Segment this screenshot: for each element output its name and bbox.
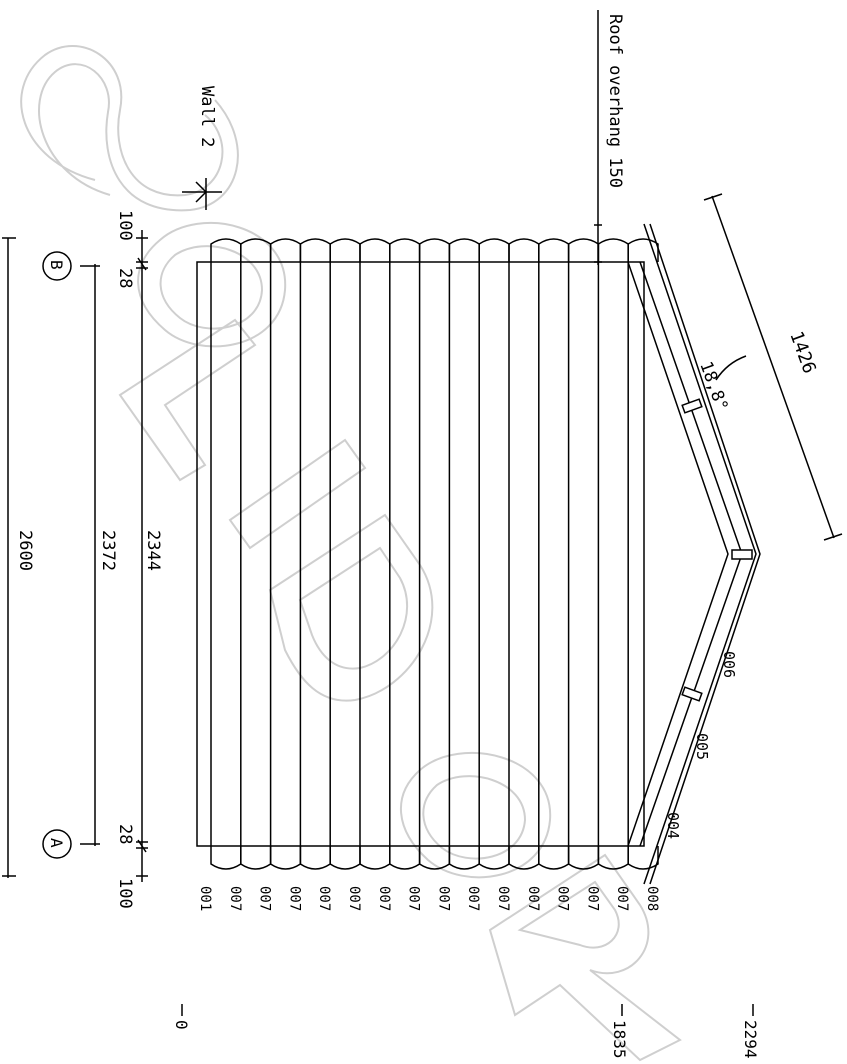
log-code-label: 007 xyxy=(614,886,630,911)
log-code-label: 001 xyxy=(197,886,213,911)
log-code-label: 007 xyxy=(495,886,511,911)
log-code-label: 007 xyxy=(435,886,451,911)
log-end-scallop xyxy=(269,238,302,262)
watermark-letter-d xyxy=(268,513,434,702)
log-end-scallop xyxy=(627,846,659,870)
log-code-label: 007 xyxy=(525,886,541,911)
log-end-scallop xyxy=(508,238,540,262)
log-courses xyxy=(196,261,645,847)
log-end-scallop xyxy=(448,238,480,262)
log-end-scallop xyxy=(329,238,361,262)
watermark-letter-i xyxy=(228,438,367,550)
log-code-label: 007 xyxy=(346,886,362,911)
axis-marker-a: A xyxy=(42,829,72,859)
log-end-scallop xyxy=(389,238,421,262)
section-arrow-icon xyxy=(182,178,222,210)
log-end-scallop xyxy=(567,238,600,262)
log-end-scallop xyxy=(389,846,421,870)
axis-marker-b: B xyxy=(42,251,72,281)
roof-outer-line xyxy=(643,223,757,885)
level-2294: 2294 xyxy=(741,1004,760,1059)
roof-inner-line xyxy=(649,223,761,885)
axis-a-label: A xyxy=(47,838,66,848)
dim-end-bottom-label: 100 xyxy=(115,878,135,909)
log-code-labels: 008 007 007 007 007 007 007 007 007 007 007 007 007 0… xyxy=(197,886,660,911)
axis-b-label: B xyxy=(47,260,66,270)
level-0: 0 xyxy=(172,1004,191,1030)
wall-label: Wall 2 xyxy=(197,86,217,147)
log-code-label: 008 xyxy=(644,886,660,911)
log-code-label: 007 xyxy=(257,886,273,911)
rafter-dimension xyxy=(703,193,843,541)
dim-walls-label: 2344 xyxy=(143,530,163,571)
log-end-scallop xyxy=(210,846,242,870)
watermark-letter-l xyxy=(118,318,257,482)
dim-corner-top-label: 28 xyxy=(115,268,135,288)
log-code-label: 007 xyxy=(584,886,600,911)
level-2294-label: 2294 xyxy=(741,1020,760,1059)
log-end-scallop xyxy=(359,846,391,870)
level-1835-label: 1835 xyxy=(610,1020,629,1059)
log-code-label: 007 xyxy=(227,886,243,911)
log-code-label: 007 xyxy=(316,886,332,911)
log-end-scallop xyxy=(359,238,391,262)
log-end-scallop xyxy=(418,238,451,262)
rafter-length-label: 1426 xyxy=(785,329,820,377)
gable-inner-line xyxy=(627,261,729,847)
log-end-scallop xyxy=(597,238,629,262)
dimension-lines-left xyxy=(2,230,148,882)
log-end-scallop xyxy=(329,846,361,870)
roof-angle-arc xyxy=(715,355,747,381)
log-end-scallop xyxy=(299,846,331,870)
log-code-label: 007 xyxy=(286,886,302,911)
log-end-scallops xyxy=(210,238,659,870)
log-end-scallop xyxy=(240,846,272,870)
log-end-scallop xyxy=(538,846,570,870)
watermark-letter-s xyxy=(20,45,239,212)
dim-corner-bottom-label: 28 xyxy=(115,824,135,844)
log-code-label: 007 xyxy=(465,886,481,911)
dim-end-top-label: 100 xyxy=(115,210,135,241)
gable-board-006: 006 xyxy=(720,651,738,678)
log-end-scallop xyxy=(567,846,600,870)
log-end-scallop xyxy=(478,238,510,262)
purlins xyxy=(681,398,753,702)
log-code-label: 007 xyxy=(376,886,392,911)
wall-frame xyxy=(196,261,645,847)
log-end-scallop xyxy=(210,238,242,262)
gable-board-004: 004 xyxy=(664,812,682,839)
watermark-letter-r xyxy=(488,853,682,1062)
log-code-label: 007 xyxy=(555,886,571,911)
dim-overall-label: 2600 xyxy=(15,530,35,571)
gable-board-005: 005 xyxy=(693,733,711,760)
roof-overhang-label: Roof overhang 150 xyxy=(605,14,625,188)
level-1835: 1835 xyxy=(610,1004,629,1059)
dim-axes-label: 2372 xyxy=(98,530,118,571)
watermark xyxy=(20,45,682,1062)
log-end-scallop xyxy=(269,846,302,870)
level-0-label: 0 xyxy=(172,1020,191,1030)
gable-top-line xyxy=(639,261,743,847)
log-end-scallop xyxy=(299,238,331,262)
log-end-scallop xyxy=(538,238,570,262)
log-end-scallop xyxy=(627,238,659,262)
roof-overhang-dimension xyxy=(594,10,602,265)
log-code-label: 007 xyxy=(406,886,422,911)
watermark-letter-o2 xyxy=(399,751,552,879)
